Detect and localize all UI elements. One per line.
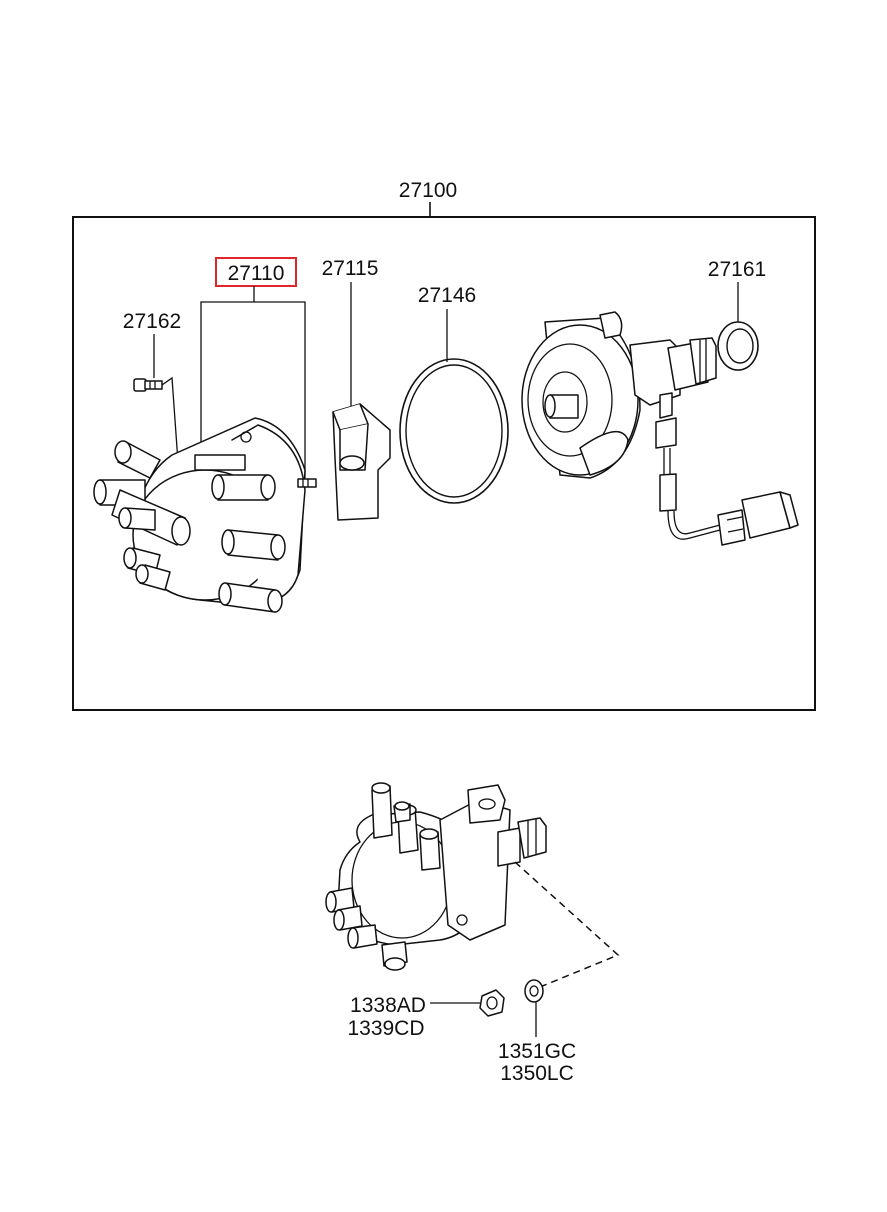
distributor-cap-part: [93, 417, 317, 613]
callout-cap[interactable]: 27110: [228, 262, 285, 285]
cap-terminal-4: [118, 507, 156, 531]
screw-part: [133, 378, 163, 392]
nut-part: [479, 989, 505, 1017]
cap-terminal-2: [114, 440, 161, 479]
drive-gear: [689, 337, 717, 385]
cap-terminal-6: [135, 564, 171, 591]
cap-terminal-top-1: [211, 474, 276, 501]
callout-nut-a[interactable]: 1338AD: [350, 994, 426, 1017]
distributor-housing-part: [521, 311, 799, 546]
mounting-guide-line: [514, 861, 620, 988]
highlight-box: [215, 257, 297, 287]
o-ring-part: [399, 358, 509, 504]
callout-seal-ring[interactable]: 27161: [708, 258, 766, 281]
callout-rotor[interactable]: 27115: [322, 257, 379, 280]
installed-distributor-part: [325, 782, 547, 971]
callout-screw[interactable]: 27162: [123, 310, 181, 333]
sensor-connector: [717, 491, 799, 546]
callout-nut-b[interactable]: 1339CD: [347, 1017, 424, 1040]
screw-guide: [161, 376, 179, 463]
assembly-label[interactable]: 27100: [399, 179, 457, 202]
cap-stud: [297, 478, 317, 488]
rotor-part: [332, 403, 391, 521]
cap-terminal-side: [194, 454, 246, 471]
callout-washer-b[interactable]: 1350LC: [500, 1062, 574, 1085]
washer-part: [524, 979, 544, 1003]
callout-washer-a[interactable]: 1351GC: [498, 1040, 576, 1063]
cap-leader: [200, 301, 306, 478]
callout-o-ring[interactable]: 27146: [418, 284, 476, 307]
cap-terminal-top-3: [218, 582, 283, 613]
cap-terminal-top-2: [221, 529, 286, 561]
seal-ring-part: [717, 321, 759, 371]
assembly-frame: [72, 216, 816, 711]
